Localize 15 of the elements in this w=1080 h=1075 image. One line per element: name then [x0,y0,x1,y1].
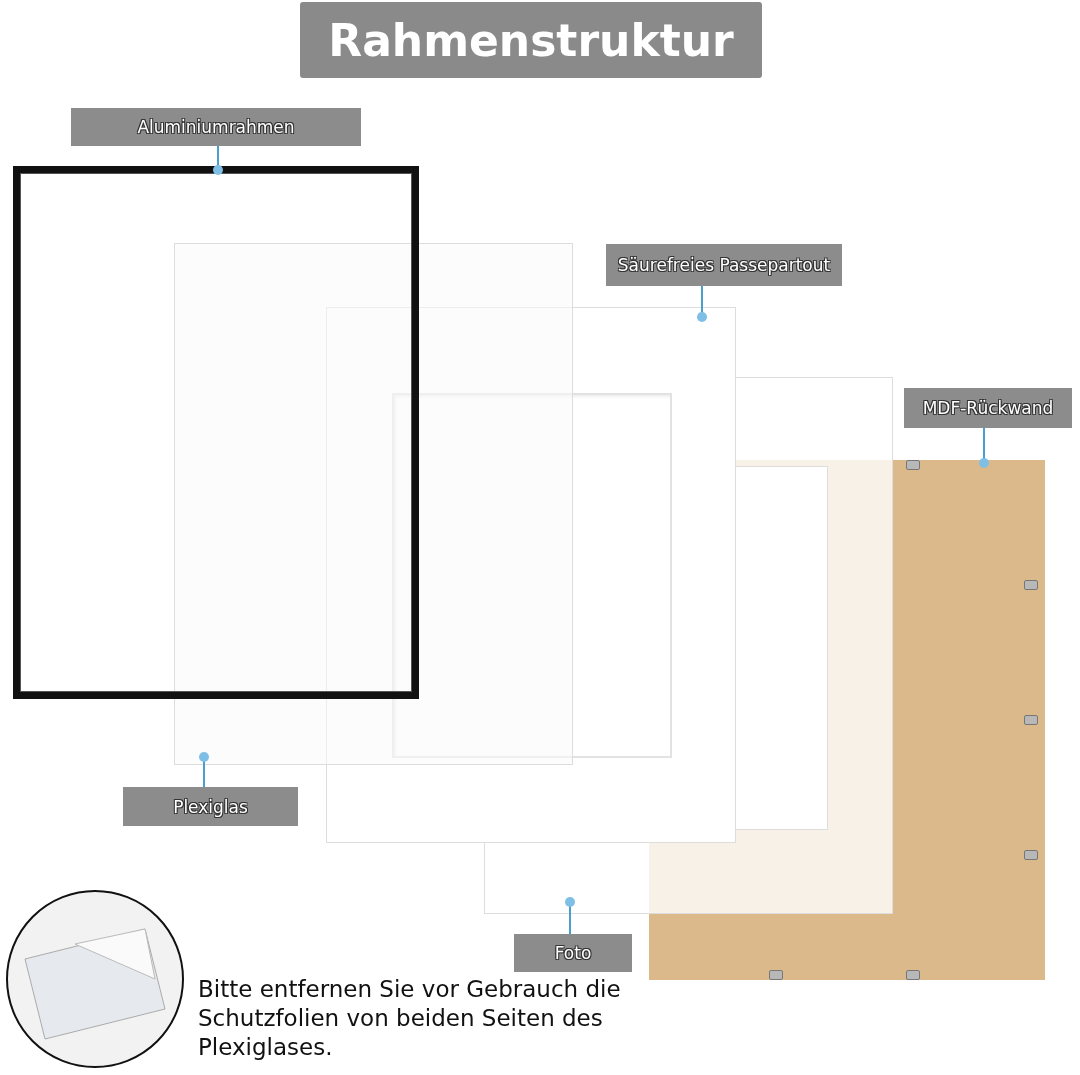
aluminium-frame-drawing [13,166,419,699]
leader-line [979,427,989,468]
leader-line [565,897,575,935]
part-label: Foto [514,934,632,972]
title: Rahmenstruktur [300,2,762,78]
leader-line [199,752,209,788]
mat-board-drawing [326,307,736,843]
acrylic-sheet [174,243,573,765]
leader-line [213,145,223,175]
part-label: Aluminiumrahmen [71,108,361,146]
part-label: Plexiglas [123,787,298,826]
instruction-note: Bitte entfernen Sie vor Gebrauch die Schutzfolien von beiden Seiten des Plexiglases. [198,975,622,1062]
leader-line [697,285,707,322]
part-label: MDF-Rückwand [904,388,1072,428]
part-label: Säurefreies Passepartout [606,244,842,286]
